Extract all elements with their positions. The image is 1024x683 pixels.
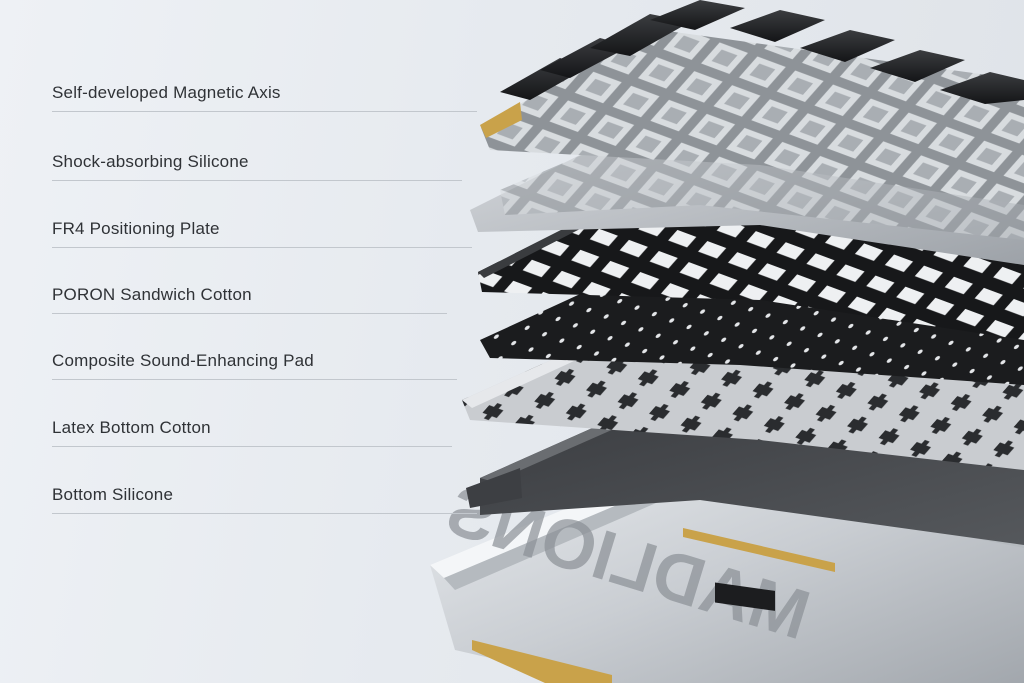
layer-label-row: PORON Sandwich Cotton <box>52 285 447 314</box>
layer-label-magnetic-axis: Self-developed Magnetic Axis <box>52 83 281 102</box>
layer-label-row: Latex Bottom Cotton <box>52 418 452 447</box>
layer-label-row: Bottom Silicone <box>52 485 477 514</box>
layer-label-latex-cotton: Latex Bottom Cotton <box>52 418 211 437</box>
keycap-row <box>500 0 1024 104</box>
layer-label-row: Shock-absorbing Silicone <box>52 152 462 181</box>
gold-contact-strip <box>472 640 612 683</box>
case-badge <box>715 582 775 611</box>
layer-label-bottom-silicone: Bottom Silicone <box>52 485 174 504</box>
gold-contact-strip <box>683 528 835 572</box>
magnetic-switch-layer <box>480 30 1024 205</box>
layer-label-sound-pad: Composite Sound-Enhancing Pad <box>52 351 314 370</box>
layer-label-poron-cotton: PORON Sandwich Cotton <box>52 285 252 304</box>
layer-label-list: Self-developed Magnetic Axis Shock-absor… <box>52 0 482 683</box>
layer-label-row: Self-developed Magnetic Axis <box>52 83 477 112</box>
layer-label-row: Composite Sound-Enhancing Pad <box>52 351 457 380</box>
layer-label-fr4-plate: FR4 Positioning Plate <box>52 219 220 238</box>
layer-label-shock-silicone: Shock-absorbing Silicone <box>52 152 249 171</box>
layer-label-row: FR4 Positioning Plate <box>52 219 472 248</box>
